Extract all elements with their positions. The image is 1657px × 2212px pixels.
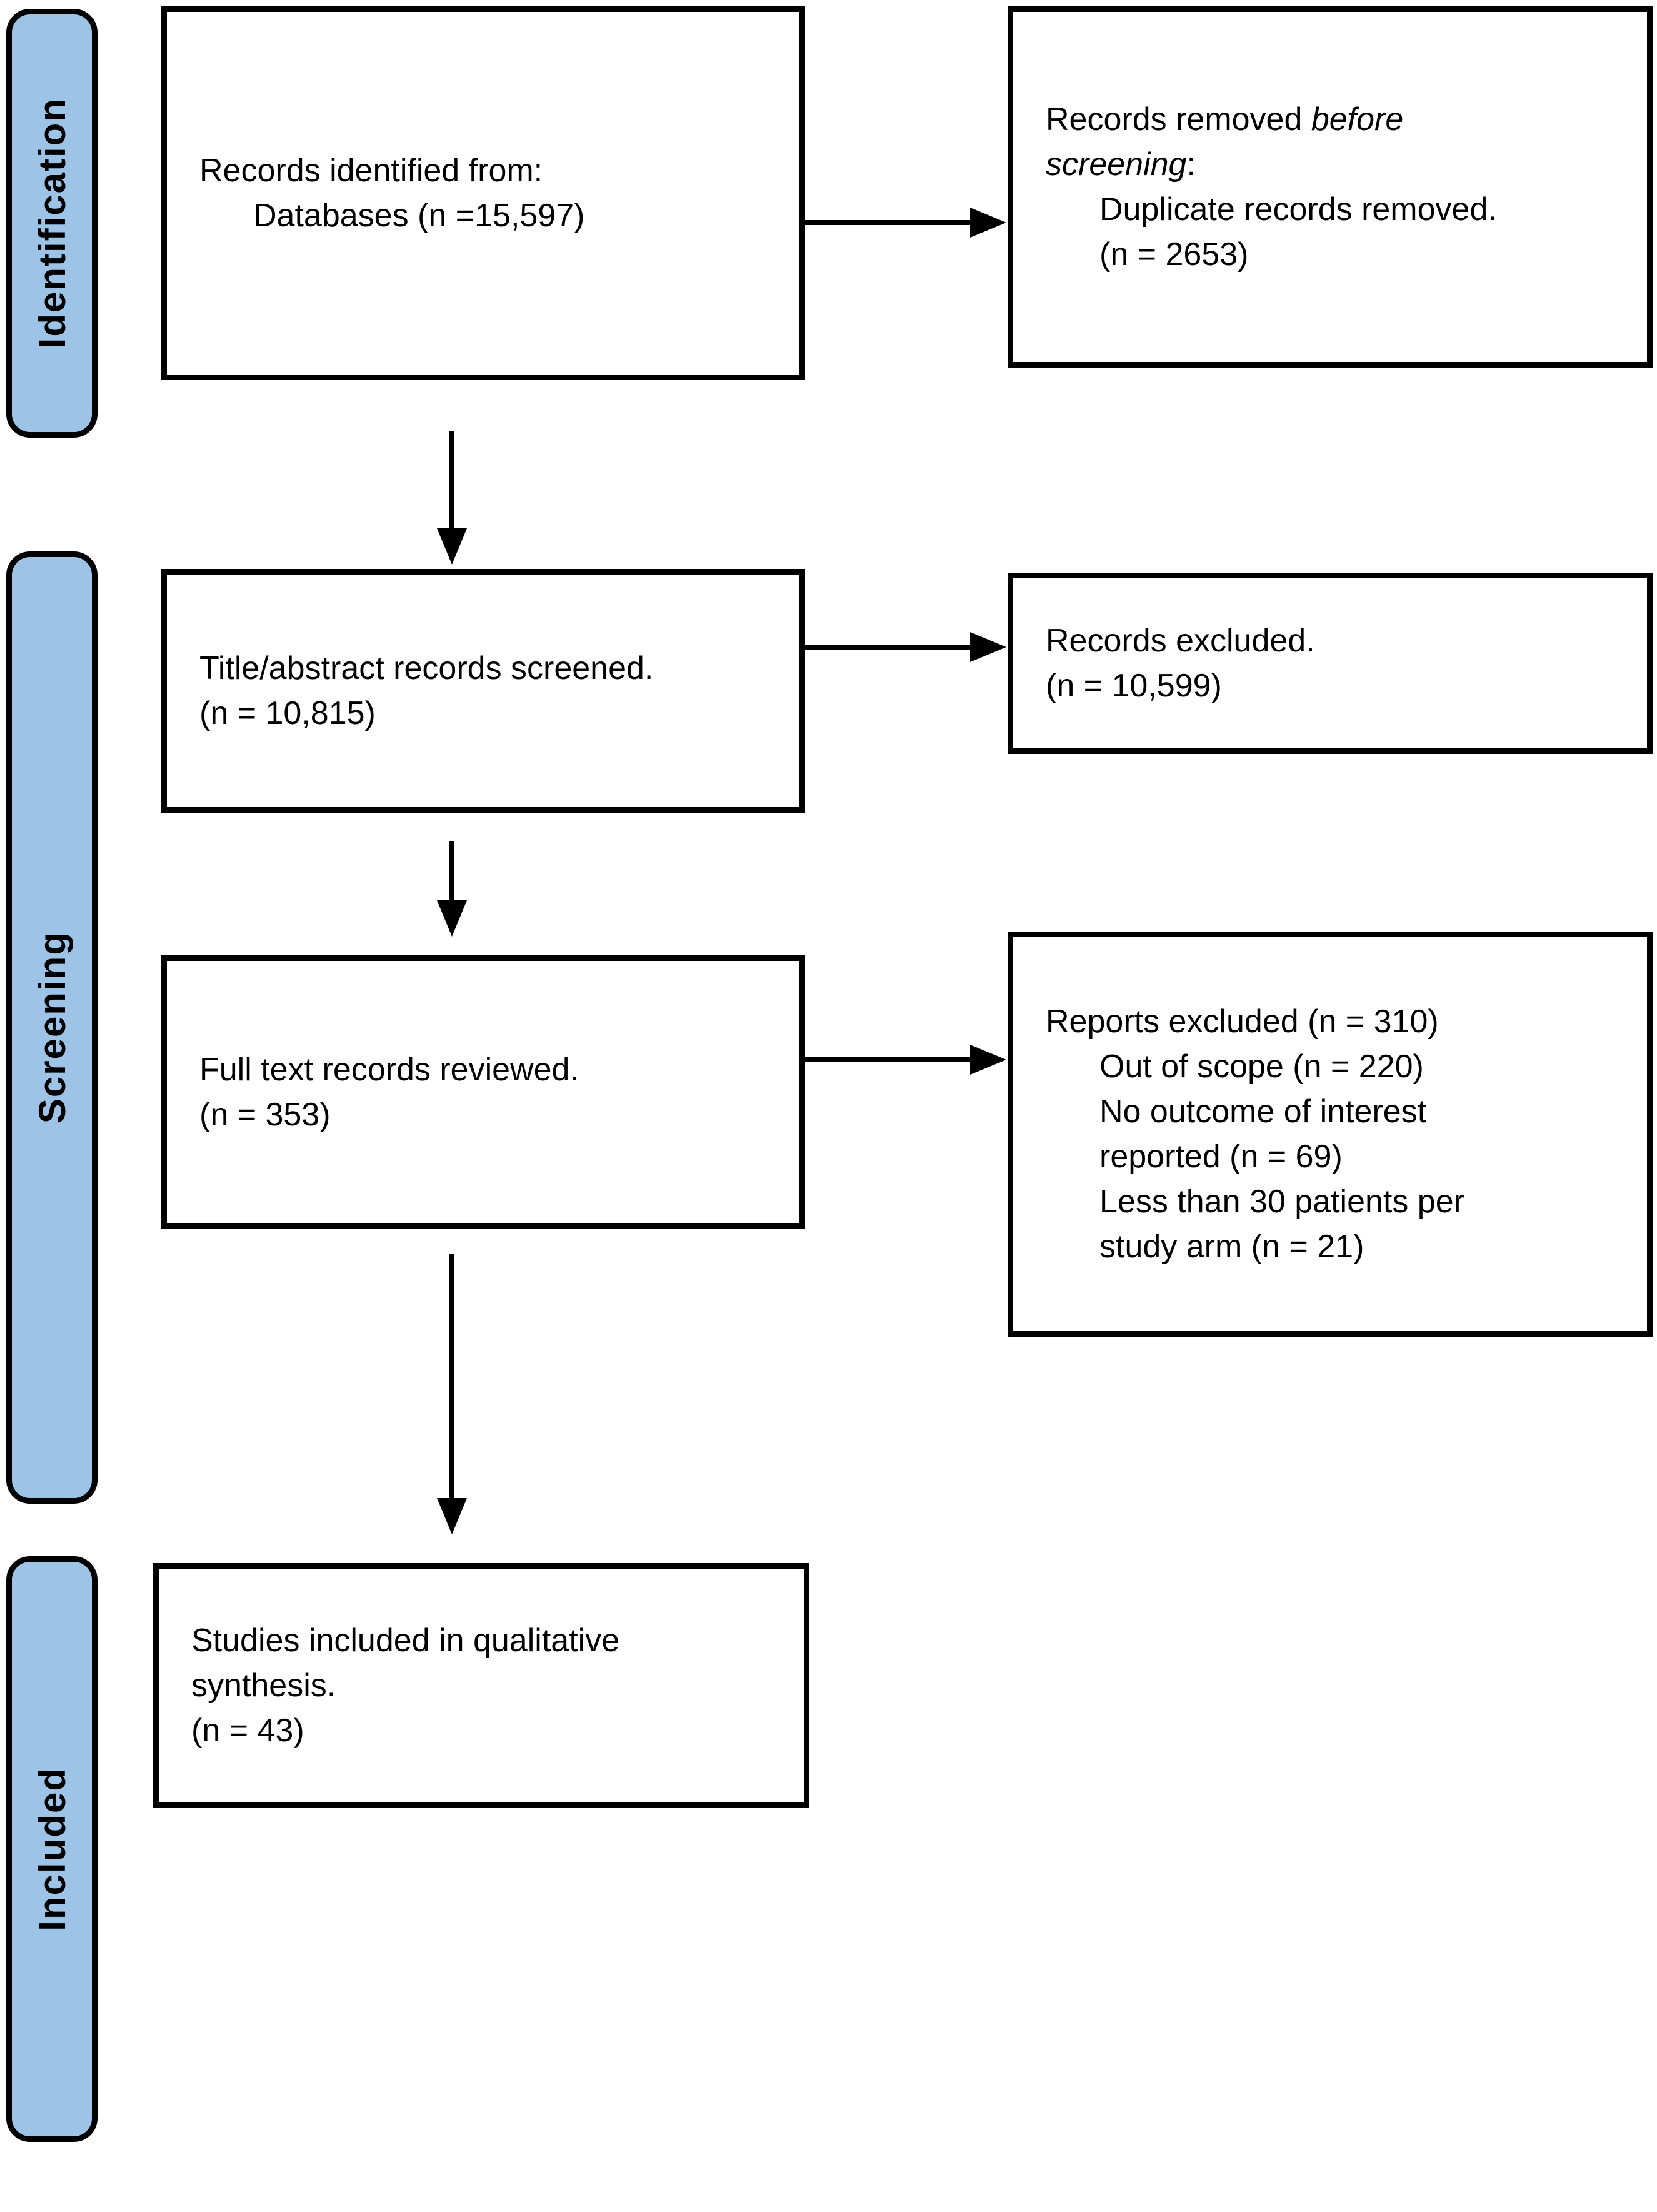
records-excluded-line2: (n = 10,599) [1046,668,1222,704]
arrow-head-right-icon [970,208,1006,238]
records-removed-line2-suffix: : [1186,146,1196,183]
arrow-head-right-icon [970,1045,1006,1075]
included-studies-line3: (n = 43) [191,1712,304,1749]
records-removed-detail1: Duplicate records removed. [1099,191,1497,228]
fulltext-line2: (n = 353) [199,1096,331,1133]
records-removed-line2-italic: screening [1046,146,1187,183]
screened-line2: (n = 10,815) [199,695,376,731]
records-removed-line2: screening: [1046,142,1628,187]
arrow-head-down-icon [437,900,467,937]
box-records-excluded: Records excluded. (n = 10,599) [1008,573,1653,754]
reports-excluded-reason: study arm (n = 21) [1099,1229,1364,1265]
arrow-head-down-icon [437,528,467,565]
fulltext-line1: Full text records reviewed. [199,1051,579,1088]
screened-line1: Title/abstract records screened. [199,650,654,686]
included-studies-line2: synthesis. [191,1667,336,1704]
arrow-head-down-icon [437,1498,467,1534]
stage-label-screening: Screening [31,931,73,1124]
stage-tab-identification: Identification [6,9,98,438]
reports-excluded-reason: No outcome of interest [1099,1093,1427,1130]
box-studies-included: Studies included in qualitative synthesi… [153,1563,809,1808]
arrow-shaft [805,220,971,225]
arrow-head-right-icon [970,632,1006,662]
stage-tab-screening: Screening [6,551,98,1504]
box-title-abstract-screened: Title/abstract records screened. (n = 10… [161,569,805,813]
records-removed-line1: Records removed before [1046,97,1628,142]
box-records-identified: Records identified from: Databases (n =1… [161,6,805,380]
box-reports-excluded: Reports excluded (n = 310) Out of scope … [1008,932,1653,1337]
included-studies-line1: Studies included in qualitative [191,1622,620,1659]
arrow-shaft [449,431,454,530]
stage-label-identification: Identification [31,98,73,349]
arrow-shaft [449,1254,454,1499]
records-identified-line2: Databases (n =15,597) [253,198,585,234]
reports-excluded-reason: reported (n = 69) [1099,1139,1343,1175]
reports-excluded-reason: Out of scope (n = 220) [1099,1048,1424,1085]
records-removed-detail2: (n = 2653) [1099,236,1249,273]
arrow-shaft [449,841,454,902]
records-excluded-line1: Records excluded. [1046,623,1315,659]
box-fulltext-reviewed: Full text records reviewed. (n = 353) [161,955,805,1229]
records-identified-line1: Records identified from: [199,153,543,189]
records-removed-line1-prefix: Records removed [1046,101,1311,138]
reports-excluded-reason: Less than 30 patients per [1099,1184,1464,1220]
arrow-shaft [805,645,971,650]
stage-label-included: Included [31,1767,73,1931]
reports-excluded-title: Reports excluded (n = 310) [1046,1003,1439,1040]
records-removed-line1-italic: before [1311,101,1404,138]
arrow-shaft [805,1057,971,1062]
stage-tab-included: Included [6,1556,98,2142]
box-records-removed-before-screening: Records removed before screening: Duplic… [1008,6,1653,368]
